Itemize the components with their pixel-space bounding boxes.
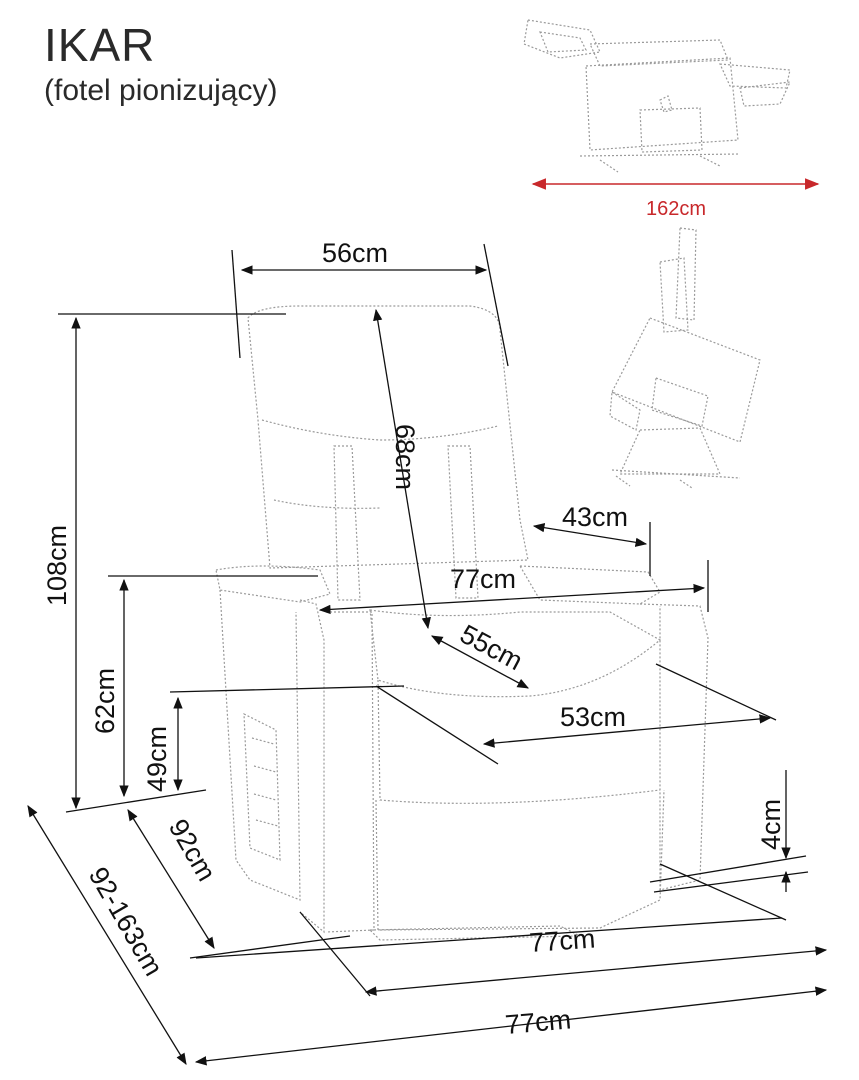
dim-base-width — [189, 863, 787, 959]
reclined-chair-sketch — [523, 19, 791, 173]
product-subtitle: (fotel pionizujący) — [44, 74, 278, 107]
dim-seat-depth — [430, 635, 530, 689]
label-base-width: 77cm — [528, 923, 596, 958]
label-armrest-height: 62cm — [90, 668, 120, 734]
label-total-height: 108cm — [42, 525, 72, 606]
dim-foot-height — [649, 770, 809, 893]
dim-overall-width — [194, 911, 828, 1066]
label-backrest-height: 68cm — [390, 424, 420, 490]
lift-chair-sketch — [609, 227, 761, 489]
main-chair-sketch — [215, 305, 709, 941]
dim-depth-extended — [27, 805, 187, 1065]
dim-backrest-height — [373, 308, 431, 630]
label-overall-width: 77cm — [504, 1004, 572, 1040]
label-foot-height: 4cm — [756, 799, 786, 850]
label-backrest-width: 56cm — [322, 238, 388, 268]
dim-height-baseline — [65, 789, 207, 813]
dim-total-height — [58, 313, 286, 810]
product-title: IKAR — [44, 19, 156, 71]
dim-backrest-width — [231, 243, 509, 367]
dim-seat-width — [375, 663, 777, 765]
label-depth-extended: 92-163cm — [83, 862, 169, 981]
dim-seat-height — [169, 685, 405, 792]
label-depth: 92cm — [163, 814, 222, 886]
label-seat-height: 49cm — [142, 726, 172, 792]
label-armrest-width: 43cm — [562, 502, 628, 532]
dim-armrest-width — [532, 522, 651, 576]
label-seat-width: 53cm — [560, 702, 626, 732]
dim-armrest-height — [108, 575, 318, 798]
label-width-at-arms: 77cm — [450, 564, 516, 594]
reclined-length-label: 162cm — [646, 198, 706, 220]
dim-width-at-arms — [318, 560, 709, 615]
